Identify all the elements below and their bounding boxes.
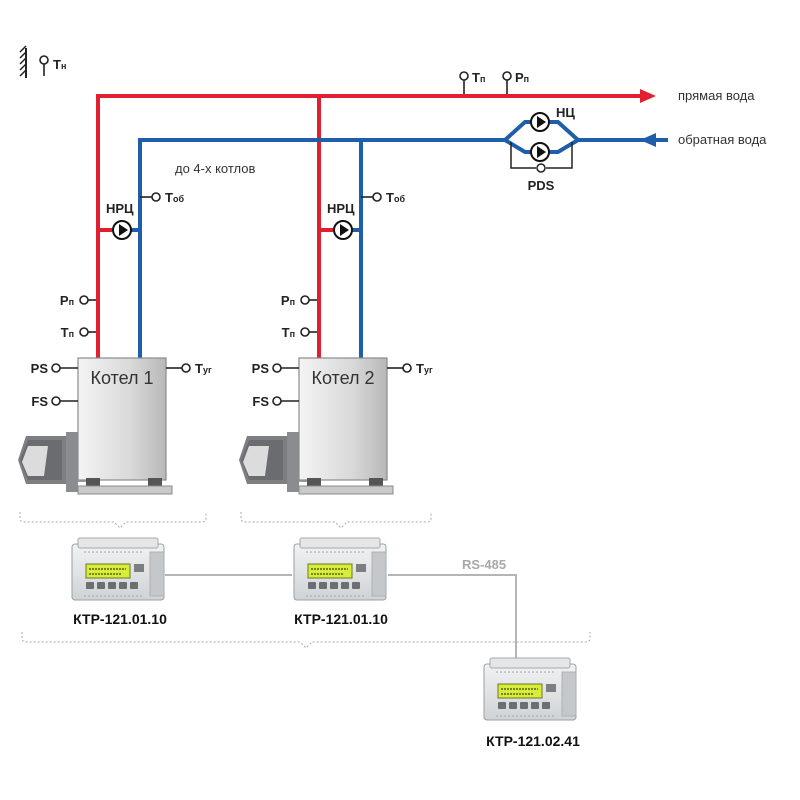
return-pipe-label: обратная вода [678, 132, 767, 147]
svg-text:Тп: Тп [472, 70, 485, 85]
outdoor-temp-sensor: Тн [19, 45, 66, 78]
common-pressure-sensor: Рп [502, 70, 529, 94]
boiler-2-flue-temp-label: Т [416, 361, 424, 376]
controller-2-name: КТР-121.01.10 [294, 611, 388, 627]
rs485-bus [165, 574, 517, 660]
recirc-pump-1-label: НРЦ [106, 201, 134, 216]
boiler-1-temp-label: Т [61, 325, 69, 340]
common-temp-sensor: Тп [459, 70, 485, 94]
svg-text:Тоб: Тоб [165, 190, 184, 205]
common-pressure-label: Р [515, 70, 524, 85]
svg-text:Рп: Рп [515, 70, 529, 85]
common-pressure-sub: п [524, 74, 529, 84]
outdoor-sensor-sub: н [61, 61, 66, 71]
boiler-1-return-temp-label: Т [165, 190, 173, 205]
boiler-1-temp-sub: п [69, 329, 74, 339]
svg-text:Туг: Туг [416, 361, 433, 376]
svg-text:Тп: Тп [282, 325, 295, 340]
common-temp-sub: п [480, 74, 485, 84]
return-arrow-icon [640, 133, 656, 147]
supply-pipe-label: прямая вода [678, 88, 755, 103]
boiler-1-flue-temp-sub: уг [203, 365, 212, 375]
boiler-2-burner-icon [239, 432, 307, 492]
boiler-2-flue-temp-sub: уг [424, 365, 433, 375]
boiler-1-ps-label: PS [31, 361, 49, 376]
boiler-1-pressure-label: Р [60, 293, 69, 308]
common-temp-label: Т [472, 70, 480, 85]
svg-text:Рп: Рп [60, 293, 74, 308]
boiler-2-pressure-sub: п [290, 297, 295, 307]
boiler-1-flue-temp-label: Т [195, 361, 203, 376]
boiler-1-group-brace [19, 512, 207, 529]
boiler-2-temp-sub: п [290, 329, 295, 339]
boiler-1-burner-icon [18, 432, 86, 492]
boiler-2-ps-label: PS [252, 361, 270, 376]
boiler-1-fs-label: FS [31, 394, 48, 409]
svg-text:Тоб: Тоб [386, 190, 405, 205]
boiler-1-name: Котел 1 [90, 368, 153, 388]
svg-text:Тн: Тн [53, 57, 66, 72]
network-pump-label: НЦ [556, 105, 575, 120]
boiler-count-note: до 4-х котлов [175, 161, 256, 176]
recirc-pump-2-label: НРЦ [327, 201, 355, 216]
controllers-group-brace [21, 632, 591, 649]
controller-1-device [71, 537, 165, 601]
svg-text:Тп: Тп [61, 325, 74, 340]
boiler-2-return-temp-sub: об [394, 194, 405, 204]
supply-pipes [96, 94, 640, 358]
boiler-2-body [298, 357, 388, 481]
boiler-2-pressure-label: Р [281, 293, 290, 308]
master-controller-device [483, 657, 577, 721]
boiler-2-return-temp-label: Т [386, 190, 394, 205]
boiler-2-group-brace [240, 512, 432, 529]
supply-arrow-icon [640, 89, 656, 103]
recirc-pump-2-icon [333, 220, 353, 240]
recirc-pump-1-icon [112, 220, 132, 240]
controller-2-device [293, 537, 387, 601]
rs485-label: RS-485 [462, 557, 506, 572]
boiler-2-name: Котел 2 [311, 368, 374, 388]
network-pump-2-icon [530, 142, 550, 162]
svg-text:Рп: Рп [281, 293, 295, 308]
outdoor-sensor-label: Т [53, 57, 61, 72]
boiler-unit-1: НРЦ Тоб Рп Тп Котел 1 PS FS Туг [18, 190, 212, 529]
boiler-1-pressure-sub: п [69, 297, 74, 307]
boiler-2-temp-label: Т [282, 325, 290, 340]
network-pump-1-icon [530, 112, 550, 132]
controller-1-name: КТР-121.01.10 [73, 611, 167, 627]
boiler-1-return-temp-sub: об [173, 194, 184, 204]
svg-text:Туг: Туг [195, 361, 212, 376]
boiler-1-body [77, 357, 167, 481]
boiler-unit-2: НРЦ Тоб Рп Тп Котел 2 PS FS Туг [239, 190, 433, 529]
boiler-2-fs-label: FS [252, 394, 269, 409]
return-pipes [131, 120, 668, 358]
pds-label: PDS [528, 178, 555, 193]
pds-bypass [510, 142, 573, 173]
master-controller-name: КТР-121.02.41 [486, 733, 580, 749]
